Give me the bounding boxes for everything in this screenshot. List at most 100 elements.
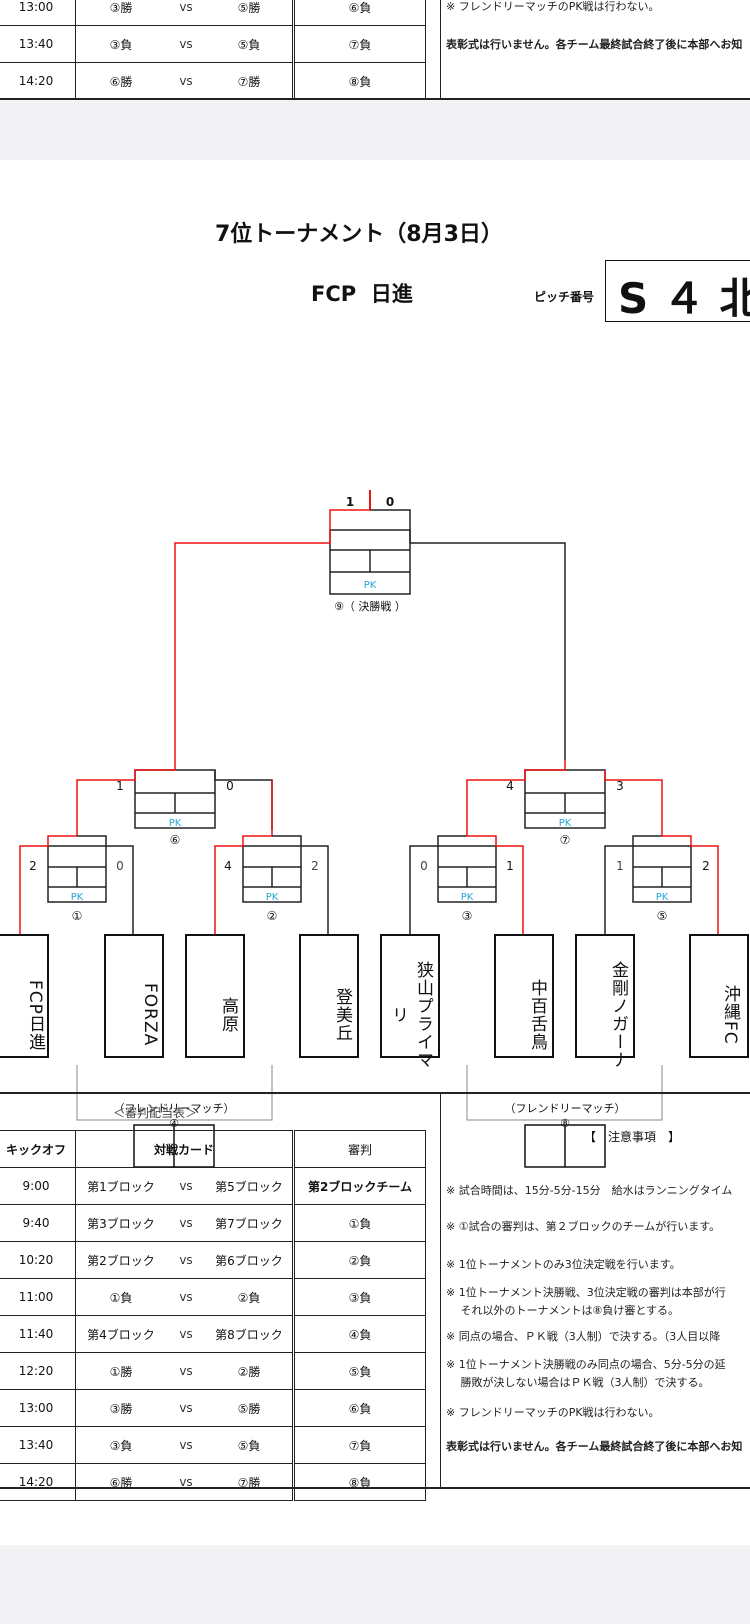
team-name-6: 中百舌鳥 — [527, 979, 547, 1051]
semi-right-pk: PK — [559, 818, 572, 829]
semi-right-score-left: 4 — [506, 779, 514, 793]
r1-3-red — [466, 830, 524, 935]
table-row: 13:00 ③勝 vs ⑤勝 ⑥負 — [0, 0, 426, 26]
r1-2-score-right: 2 — [311, 859, 319, 873]
team-b-cell: 第7ブロック — [206, 1204, 294, 1242]
semi-right-score-right: 3 — [616, 779, 624, 793]
referee-cell: ③負 — [292, 1278, 426, 1316]
vs-cell: vs — [166, 1426, 206, 1464]
r1-1-black — [77, 835, 134, 935]
vs-cell: vs — [166, 1204, 206, 1242]
r1-1-red — [19, 830, 78, 935]
friendly-right-box — [524, 1124, 606, 1168]
table-row: 13:40 ③負 vs ⑤負 ⑦負 — [0, 25, 426, 63]
semi-left-red — [76, 760, 176, 830]
final-pk-label: PK — [364, 580, 377, 591]
referee-top-border — [0, 1092, 750, 1094]
semi-left-score-right: 0 — [226, 779, 234, 793]
top-schedule-section: 13:00 ③勝 vs ⑤勝 ⑥負 13:40 ③負 vs ⑤負 ⑦負 14:2… — [0, 0, 750, 100]
referee-cell: ⑤負 — [292, 1352, 426, 1390]
kickoff-cell: 13:00 — [0, 0, 76, 26]
r1-2-red — [214, 830, 273, 935]
referee-cell: ⑥負 — [292, 0, 426, 26]
semi-left-black — [214, 770, 273, 830]
r1-box-5 — [632, 845, 692, 903]
referee-caption: ＜審判配当表＞ — [112, 1106, 197, 1120]
team-b-cell: ⑦勝 — [206, 62, 294, 100]
r1-5-red — [661, 830, 719, 935]
pitch-value: S ４ 北 — [618, 274, 750, 323]
team-name-3: 高原 — [218, 997, 238, 1033]
r1-3-score-right: 1 — [506, 859, 514, 873]
team-b-cell: ②負 — [206, 1278, 294, 1316]
semi-right-label: ⑦ — [560, 833, 571, 847]
r1-1-score-right: 0 — [116, 859, 124, 873]
team-name-5: 狭山プライマリ — [388, 961, 433, 1069]
team-a-cell: 第3ブロック — [75, 1204, 166, 1242]
host-name: FCP 日進 — [311, 282, 413, 306]
semi-right-red — [466, 760, 566, 830]
r1-1-pk: PK — [71, 892, 84, 903]
vs-cell: vs — [166, 0, 206, 26]
referee-cell: ⑧負 — [292, 1463, 426, 1501]
bracket-diagram: 1 0 PK ⑨（ 決勝戦 ） 1 0 PK ⑥ 4 3 PK ⑦ 2 0 PK… — [0, 490, 749, 1168]
final-right-line — [370, 509, 566, 760]
note-item: 勝敗が決しない場合はＰＫ戦（3人制）で決する。 — [446, 1376, 710, 1389]
r1-5-score-left: 1 — [616, 859, 624, 873]
r1-3-score-left: 0 — [420, 859, 428, 873]
top-notes-border — [440, 0, 441, 100]
team-b-cell: ⑤勝 — [206, 0, 294, 26]
team-a-cell: ⑥勝 — [75, 62, 166, 100]
table-header-row: キックオフ 対戦カード 審判 — [0, 1130, 426, 1168]
top-note-pk: ※ フレンドリーマッチのPK戦は行わない。 — [446, 0, 660, 13]
kickoff-cell: 11:00 — [0, 1278, 76, 1316]
kickoff-cell: 9:40 — [0, 1204, 76, 1242]
team-name-1: FCP日進 — [25, 979, 45, 1051]
referee-cell: ④負 — [292, 1315, 426, 1353]
team-a-cell: ⑥勝 — [75, 1463, 166, 1501]
top-note-ceremony: 表彰式は行いません。各チーム最終試合終了後に本部へお知 — [446, 38, 743, 51]
team-b-cell: ⑤負 — [206, 1426, 294, 1464]
r1-3-black — [409, 835, 467, 935]
team-box-1 — [0, 934, 49, 1058]
team-box-3 — [185, 934, 245, 1058]
team-b-cell: ⑤勝 — [206, 1389, 294, 1427]
team-a-cell: ③負 — [75, 1426, 166, 1464]
team-box-2 — [104, 934, 164, 1058]
team-name-8: 沖縄FC — [720, 985, 740, 1045]
r1-2-black — [272, 835, 329, 935]
note-item: ※ 試合時間は、15分-5分-15分 給水はランニングタイム — [446, 1184, 733, 1197]
team-a-cell: ①勝 — [75, 1352, 166, 1390]
vs-cell: vs — [166, 1167, 206, 1205]
team-box-7 — [575, 934, 635, 1058]
note-item: ※ フレンドリーマッチのPK戦は行わない。 — [446, 1406, 660, 1419]
semi-left-label: ⑥ — [170, 833, 181, 847]
top-bottom-border — [0, 98, 750, 100]
kickoff-cell: 14:20 — [0, 62, 76, 100]
r1-5-black — [604, 835, 662, 935]
r1-5-label: ⑤ — [657, 909, 668, 923]
team-name-2: FORZA — [140, 983, 160, 1047]
top-schedule-table: 13:00 ③勝 vs ⑤勝 ⑥負 13:40 ③負 vs ⑤負 ⑦負 14:2… — [0, 0, 426, 100]
team-a-cell: ①負 — [75, 1278, 166, 1316]
vs-cell: vs — [166, 1352, 206, 1390]
vs-cell: vs — [166, 62, 206, 100]
semi-left-box — [134, 769, 216, 829]
note-item: ※ 1位トーナメントのみ3位決定戦を行います。 — [446, 1258, 681, 1271]
friendly-left-num: ④ — [169, 1117, 179, 1130]
team-box-8 — [689, 934, 749, 1058]
vs-cell: vs — [166, 1241, 206, 1279]
vs-cell: vs — [166, 1315, 206, 1353]
friendly-left-label: （フレンドリーマッチ） — [114, 1102, 235, 1115]
page-gap-bottom — [0, 1545, 750, 1624]
r1-1-label: ① — [72, 909, 83, 923]
team-b-cell: ⑦勝 — [206, 1463, 294, 1501]
referee-cell: ②負 — [292, 1241, 426, 1279]
team-a-cell: 第2ブロック — [75, 1241, 166, 1279]
final-score-left: 1 — [346, 495, 354, 509]
r1-1-score-left: 2 — [29, 859, 37, 873]
team-a-cell: 第1ブロック — [75, 1167, 166, 1205]
